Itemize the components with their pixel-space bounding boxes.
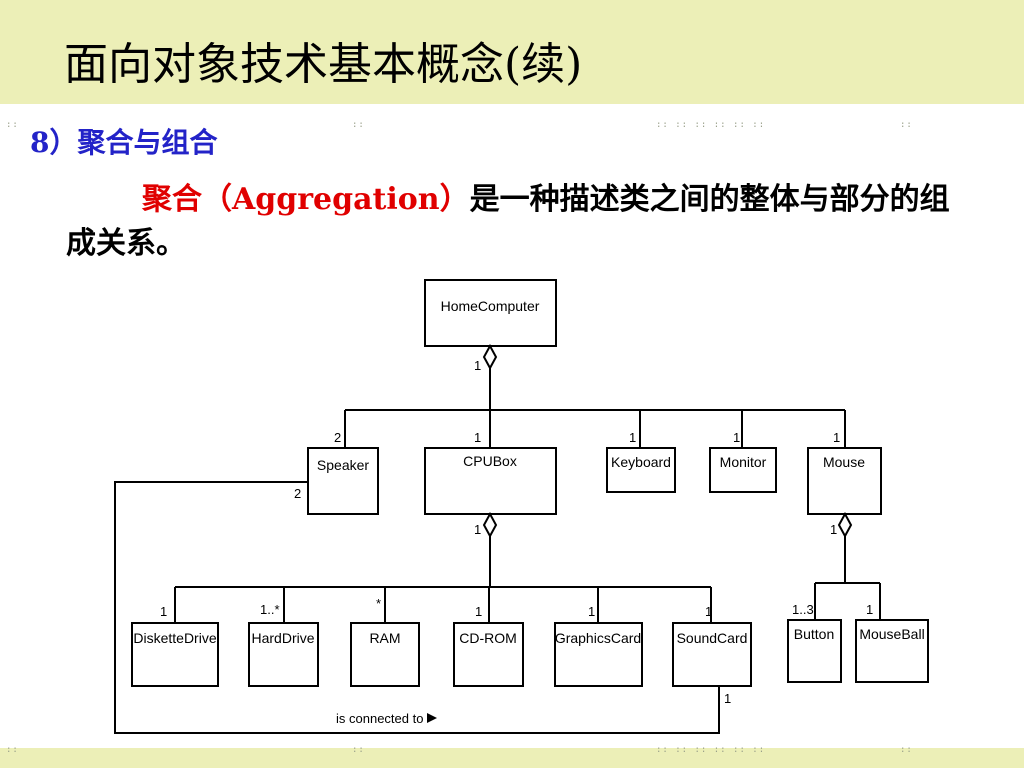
multiplicity-label: 1..3	[792, 602, 814, 617]
class-label-speaker: Speaker	[317, 457, 369, 473]
class-box-keyboard	[606, 447, 676, 493]
decor-dots: ::	[6, 120, 19, 130]
multiplicity-label: 1	[724, 691, 731, 706]
class-label-soundcard: SoundCard	[677, 630, 748, 646]
class-label-homecomputer: HomeComputer	[441, 298, 540, 314]
class-box-mouseball	[855, 619, 929, 683]
multiplicity-label: 1..*	[260, 602, 280, 617]
aggregation-term: 聚合（Aggregation）	[142, 182, 470, 217]
class-box-soundcard	[672, 622, 752, 687]
association-label: is connected to	[336, 711, 423, 726]
definition-text: 是一种描述类之间的整体与部分的组成关系。	[66, 182, 950, 261]
multiplicity-label: 1	[629, 430, 636, 445]
multiplicity-label: 1	[705, 604, 712, 619]
class-box-speaker	[307, 447, 379, 515]
slide-title: 面向对象技术基本概念(续)	[64, 39, 583, 90]
multiplicity-label: 1	[474, 430, 481, 445]
aggregation-diamond	[837, 511, 853, 539]
definition-paragraph: 聚合（Aggregation）是一种描述类之间的整体与部分的组成关系。	[66, 178, 966, 266]
class-box-button	[787, 619, 842, 683]
class-label-cdrom: CD-ROM	[459, 630, 517, 646]
decor-dots: ::	[352, 120, 365, 130]
class-box-graphicscard	[554, 622, 643, 687]
class-label-graphicscard: GraphicsCard	[555, 630, 641, 646]
class-box-ram	[350, 622, 420, 687]
class-label-button: Button	[794, 626, 834, 642]
multiplicity-label: 2	[334, 430, 341, 445]
multiplicity-label: 1	[474, 522, 481, 537]
class-label-harddrive: HardDrive	[251, 630, 314, 646]
class-label-keyboard: Keyboard	[611, 454, 671, 470]
class-box-cpubox	[424, 447, 557, 515]
class-label-diskettedrive: DisketteDrive	[133, 630, 216, 646]
direction-arrow-icon	[427, 713, 437, 723]
class-box-harddrive	[248, 622, 319, 687]
section-heading: 8）聚合与组合	[30, 126, 218, 159]
multiplicity-label: 1	[160, 604, 167, 619]
multiplicity-label: 1	[588, 604, 595, 619]
multiplicity-label: 1	[474, 358, 481, 373]
bottom-band	[0, 748, 1024, 768]
title-band	[0, 0, 1024, 104]
multiplicity-label: 1	[830, 522, 837, 537]
association-line	[114, 481, 720, 734]
multiplicity-label: *	[376, 596, 381, 611]
class-box-cdrom	[453, 622, 524, 687]
class-label-monitor: Monitor	[720, 454, 767, 470]
class-label-mouse: Mouse	[823, 454, 865, 470]
multiplicity-label: 1	[733, 430, 740, 445]
aggregation-diamond	[482, 343, 498, 371]
decor-dots: :: :: :: :: :: ::	[656, 745, 766, 755]
decor-dots: ::	[900, 120, 913, 130]
decor-dots: :: :: :: :: :: ::	[656, 120, 766, 130]
class-box-diskettedrive	[131, 622, 219, 687]
class-label-cpubox: CPUBox	[463, 453, 517, 469]
decor-dots: ::	[352, 745, 365, 755]
decor-dots: ::	[900, 745, 913, 755]
multiplicity-label: 2	[294, 486, 301, 501]
aggregation-diamond	[482, 511, 498, 539]
class-label-ram: RAM	[369, 630, 400, 646]
class-label-mouseball: MouseBall	[859, 626, 924, 642]
decor-dots: ::	[6, 745, 19, 755]
multiplicity-label: 1	[475, 604, 482, 619]
class-box-monitor	[709, 447, 777, 493]
class-box-homecomputer	[424, 279, 557, 347]
multiplicity-label: 1	[866, 602, 873, 617]
multiplicity-label: 1	[833, 430, 840, 445]
